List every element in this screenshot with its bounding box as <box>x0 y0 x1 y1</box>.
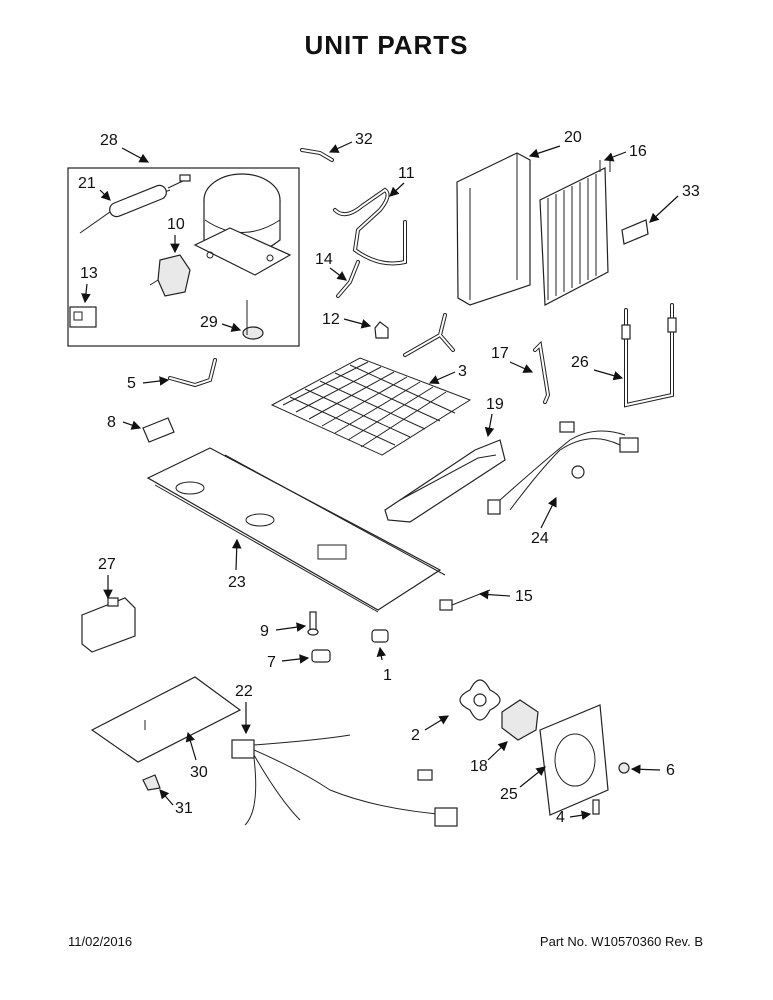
base-pan-part <box>146 447 446 613</box>
relay-part <box>149 254 191 297</box>
tube-26-part <box>621 303 677 408</box>
callout-6: 6 <box>666 762 675 779</box>
drier-part <box>79 174 191 234</box>
callout-26: 26 <box>571 354 589 371</box>
callout-17: 17 <box>491 345 509 362</box>
callout-28: 28 <box>100 132 118 149</box>
footer-part-number: Part No. W10570360 Rev. B <box>539 934 703 949</box>
callout-33: 33 <box>682 183 700 200</box>
bushing-7-part <box>311 649 331 663</box>
fan-motor-18-part <box>501 699 539 741</box>
diagram-title: UNIT PARTS <box>304 30 469 60</box>
tube-11-part <box>333 187 407 266</box>
callout-31: 31 <box>175 800 193 817</box>
callout-27: 27 <box>98 556 116 573</box>
compressor-kit-box <box>67 167 300 347</box>
wire-5-part <box>168 358 217 388</box>
callout-20: 20 <box>564 129 582 146</box>
callout-16: 16 <box>629 143 647 160</box>
tube-14-part <box>336 260 360 298</box>
screw-6-part <box>618 762 630 774</box>
grommet-part <box>242 300 264 340</box>
callout-12: 12 <box>322 311 340 328</box>
callout-30: 30 <box>190 764 208 781</box>
callout-13: 13 <box>80 265 98 282</box>
callout-19: 19 <box>486 396 504 413</box>
callout-22: 22 <box>235 683 253 700</box>
control-27-part <box>81 597 136 653</box>
heater-grid-part <box>270 357 472 456</box>
fan-shroud-25-part <box>539 704 609 816</box>
callout-10: 10 <box>167 216 185 233</box>
callout-1: 1 <box>383 667 392 684</box>
bracket-12-part <box>374 313 455 357</box>
callout-21: 21 <box>78 175 96 192</box>
bushing-1-part <box>371 629 389 643</box>
callout-5: 5 <box>127 375 136 392</box>
callout-25: 25 <box>500 786 518 803</box>
pad-30-part <box>90 676 242 763</box>
insulation-8-part <box>142 417 175 443</box>
evaporator-part <box>539 160 611 306</box>
callout-14: 14 <box>315 251 333 268</box>
callout-32: 32 <box>355 131 373 148</box>
callout-8: 8 <box>107 414 116 431</box>
callouts: 1 2 3 4 5 6 7 8 9 10 11 12 13 14 15 16 1 <box>78 129 700 826</box>
evaporator-cover-part <box>456 152 531 306</box>
fan-blade-2-part <box>459 679 501 721</box>
callout-7: 7 <box>267 654 276 671</box>
callout-15: 15 <box>515 588 533 605</box>
clip-part <box>300 148 334 162</box>
callout-18: 18 <box>470 758 488 775</box>
callout-3: 3 <box>458 363 467 380</box>
screw-9-part <box>307 611 319 636</box>
bracket-17-part <box>533 340 551 404</box>
wire-harness-24-part <box>487 421 639 515</box>
callout-2: 2 <box>411 727 420 744</box>
label-part <box>621 219 649 245</box>
callout-4: 4 <box>556 809 565 826</box>
footer-date: 11/02/2016 <box>68 934 133 949</box>
screw-4-part <box>592 799 600 815</box>
wire-harness-22-part <box>231 734 458 827</box>
drain-pan-part <box>384 439 506 523</box>
clip-31-part <box>142 774 161 791</box>
compressor-part <box>193 173 292 276</box>
callout-11: 11 <box>398 165 415 182</box>
overload-part <box>69 306 97 328</box>
callout-29: 29 <box>200 314 218 331</box>
callout-9: 9 <box>260 623 269 640</box>
callout-24: 24 <box>531 530 549 547</box>
callout-23: 23 <box>228 574 246 591</box>
wire-15-part <box>439 589 491 611</box>
